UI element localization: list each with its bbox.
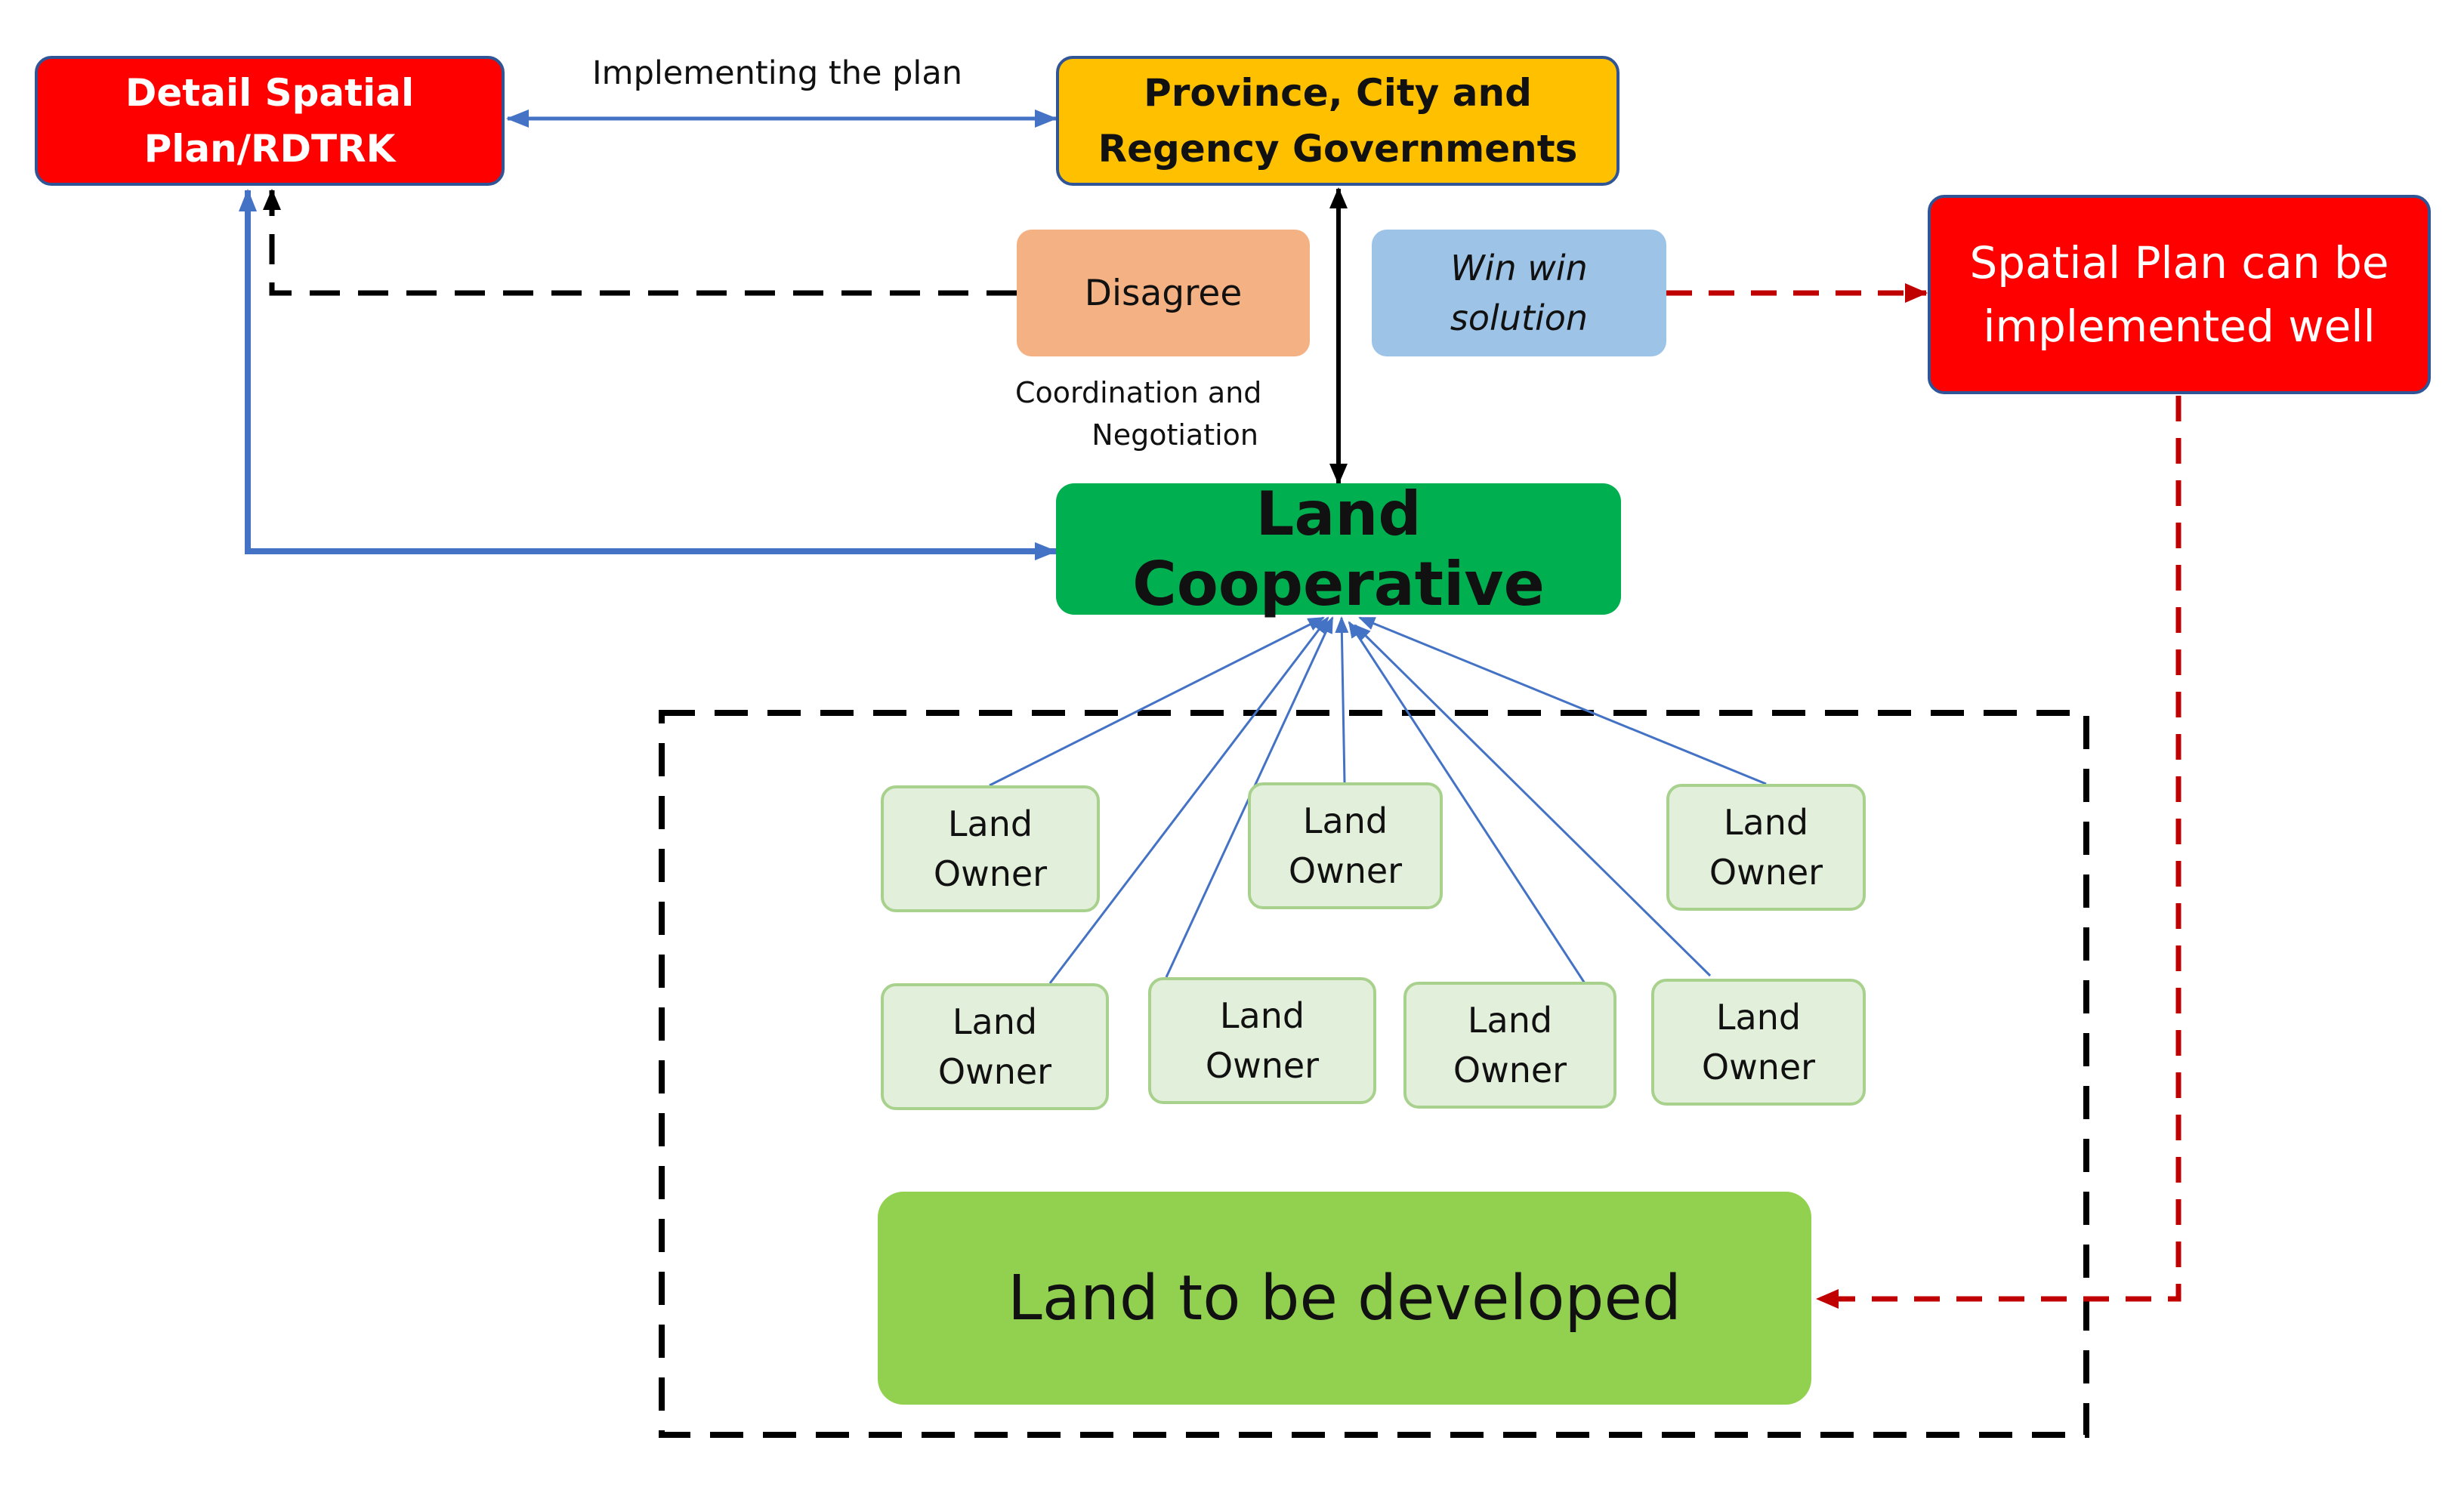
land-owner-line-1: Land [952, 1001, 1038, 1042]
node-land-cooperative[interactable]: Land Cooperative [1056, 479, 1621, 619]
label-implementing-the-plan: Implementing the plan [592, 54, 962, 92]
node-land-to-be-developed[interactable]: Land to be developed [878, 1192, 1811, 1405]
node-province-city-regency-governments[interactable]: Province, City and Regency Governments [1056, 56, 1620, 186]
node-land-owner[interactable]: Land Owner [1248, 782, 1443, 909]
edge-owner-4 [1048, 616, 1329, 984]
edge-owner-3 [1358, 616, 1767, 785]
winwin-line-1: Win win [1450, 248, 1588, 288]
land-area-boundary [659, 710, 2089, 1438]
land-owner-line-2: Owner [1701, 1047, 1816, 1087]
detail-plan-line-2: Plan/RDTRK [144, 127, 396, 171]
spatial-plan-line-2: implemented well [1983, 301, 2376, 352]
land-owner-line-2: Owner [933, 853, 1048, 894]
node-land-owner[interactable]: Land Owner [881, 983, 1109, 1110]
land-owner-line-2: Owner [1453, 1050, 1567, 1090]
label-coordination-line-2: Negotiation [1092, 418, 1258, 452]
governments-line-1: Province, City and [1144, 71, 1532, 115]
governments-line-2: Regency Governments [1098, 127, 1578, 171]
edge-owner-1 [989, 616, 1325, 787]
land-cooperative-label: Land Cooperative [1132, 479, 1545, 619]
node-detail-spatial-plan[interactable]: Detail Spatial Plan/RDTRK [35, 56, 505, 186]
edge-plan-cooperative [239, 189, 1058, 560]
land-owner-line-2: Owner [1288, 850, 1403, 891]
spatial-plan-line-1: Spatial Plan can be [1969, 237, 2389, 288]
land-owner-line-1: Land [1219, 995, 1305, 1036]
edge-owner-7 [1354, 624, 1712, 977]
land-owner-line-1: Land [1715, 997, 1802, 1038]
detail-plan-line-1: Detail Spatial [125, 71, 415, 115]
land-owner-line-2: Owner [1205, 1045, 1320, 1086]
edge-owner-2 [1335, 616, 1349, 783]
node-win-win-solution[interactable]: Win win solution [1372, 230, 1666, 356]
node-land-owner[interactable]: Land Owner [1403, 982, 1616, 1109]
edge-owner-6 [1348, 621, 1586, 984]
disagree-label: Disagree [1084, 272, 1243, 314]
land-owner-line-1: Land [1467, 1000, 1553, 1041]
land-owner-line-2: Owner [1709, 852, 1823, 893]
node-land-owner[interactable]: Land Owner [881, 785, 1100, 912]
land-owner-line-1: Land [1723, 802, 1809, 843]
node-land-owner[interactable]: Land Owner [1666, 784, 1866, 911]
edge-disagree-to-plan [263, 189, 1017, 296]
edge-spatial-plan-to-land [1816, 396, 2181, 1309]
land-owner-line-2: Owner [937, 1051, 1052, 1092]
land-to-be-developed-label: Land to be developed [1008, 1262, 1681, 1334]
label-coordination-and-negotiation: Coordination and Negotiation [1015, 372, 1262, 456]
land-owner-line-1: Land [947, 804, 1033, 844]
label-coordination-line-1: Coordination and [1015, 376, 1262, 409]
node-disagree[interactable]: Disagree [1017, 230, 1310, 356]
land-owner-line-1: Land [1302, 800, 1388, 841]
winwin-line-2: solution [1450, 298, 1589, 338]
node-land-owner[interactable]: Land Owner [1651, 979, 1866, 1106]
node-spatial-plan-implemented-well[interactable]: Spatial Plan can be implemented well [1928, 195, 2431, 394]
node-land-owner[interactable]: Land Owner [1148, 977, 1376, 1104]
